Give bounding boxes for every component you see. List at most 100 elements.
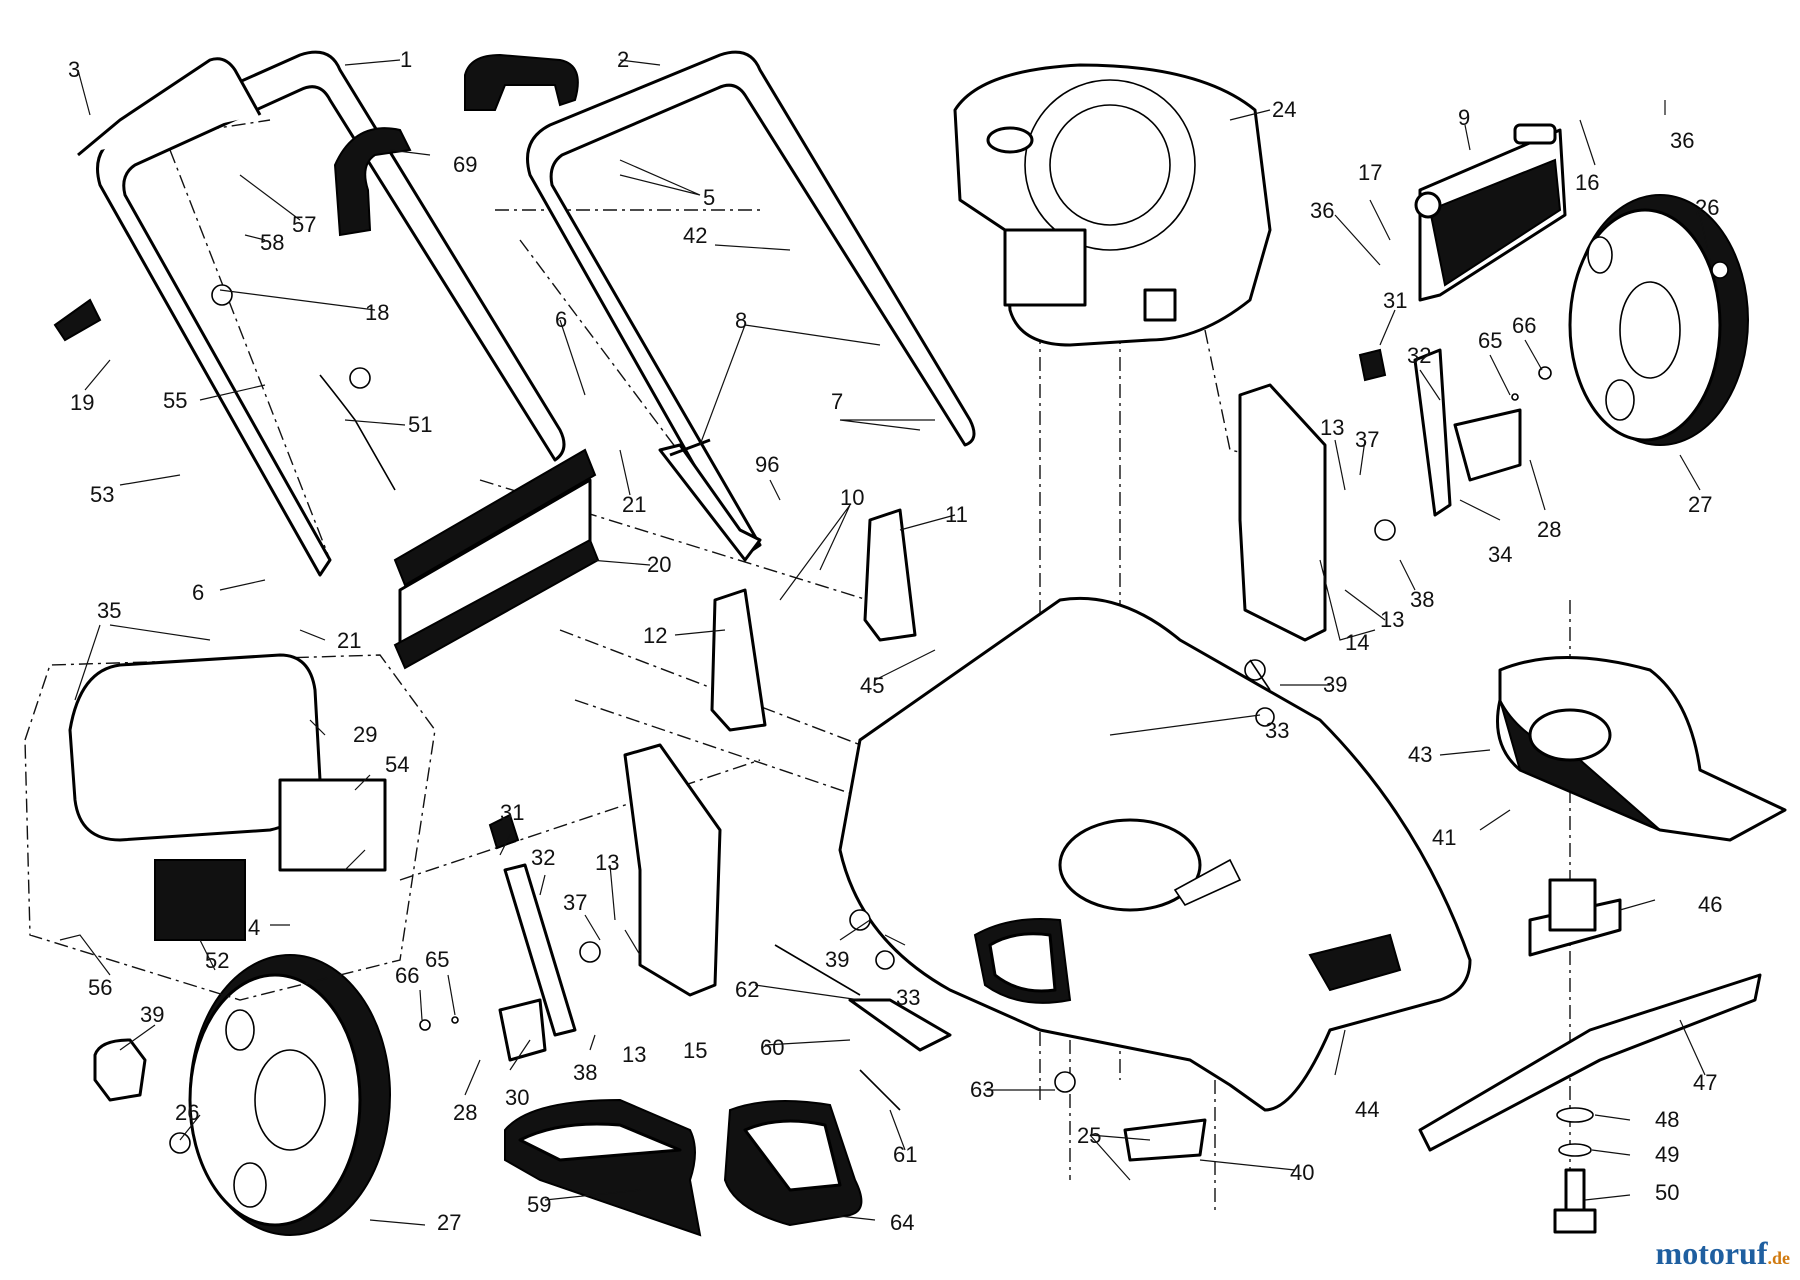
- callout: 25: [1077, 1123, 1101, 1148]
- callout: 42: [683, 223, 707, 248]
- callout: 14: [1345, 630, 1369, 655]
- callout: 26: [175, 1100, 199, 1125]
- small-hardware: [53, 261, 1729, 1162]
- callout: 66: [395, 963, 419, 988]
- callout: 3: [68, 57, 80, 82]
- callout: 7: [831, 389, 843, 414]
- callout: 52: [205, 948, 229, 973]
- callout: 21: [622, 492, 646, 517]
- callout: 40: [1290, 1160, 1314, 1185]
- callout: 33: [896, 985, 920, 1010]
- callout: 38: [1410, 587, 1434, 612]
- blade-adapter: [1528, 878, 1622, 957]
- leader-lines: [59, 59, 1711, 1226]
- callout: 10: [840, 485, 864, 510]
- callout: 20: [647, 552, 671, 577]
- callout: 50: [1655, 1180, 1679, 1205]
- callout: 56: [88, 975, 112, 1000]
- callout: 31: [1383, 288, 1407, 313]
- callout: 31: [500, 800, 524, 825]
- blade-bolt-stack: [1553, 1107, 1597, 1234]
- callout: 44: [1355, 1097, 1379, 1122]
- mulching-plug: [1496, 656, 1787, 842]
- callout: 1: [400, 47, 412, 72]
- upper-handle-right: [526, 50, 976, 557]
- callout: 6: [555, 307, 567, 332]
- callout: 12: [643, 623, 667, 648]
- callout: 51: [408, 412, 432, 437]
- mower-deck: [838, 596, 1472, 1112]
- callout-labels: 1 2 3 4 5 6 6 7 8 9 10 11 12 13 13 13 13…: [68, 47, 1722, 1235]
- callout: 57: [292, 212, 316, 237]
- upper-handle-left: [77, 50, 566, 577]
- callout: 37: [563, 890, 587, 915]
- callout: 46: [1698, 892, 1722, 917]
- callout: 41: [1432, 825, 1456, 850]
- callout: 96: [755, 452, 779, 477]
- callout: 36: [1310, 198, 1334, 223]
- callout: 13: [622, 1042, 646, 1067]
- callout: 39: [140, 1002, 164, 1027]
- callout: 18: [365, 300, 389, 325]
- callout: 19: [70, 390, 94, 415]
- callout: 13: [1380, 607, 1404, 632]
- callout: 43: [1408, 742, 1432, 767]
- callout: 54: [385, 752, 409, 777]
- callout: 45: [860, 673, 884, 698]
- callout: 47: [1693, 1070, 1717, 1095]
- callout: 37: [1355, 427, 1379, 452]
- callout: 34: [1488, 542, 1512, 567]
- height-adjust-bracket-right: [1238, 383, 1327, 642]
- watermark-logo: motoruf.de: [1656, 1235, 1790, 1272]
- callout: 27: [1688, 492, 1712, 517]
- callout: 36: [1670, 128, 1694, 153]
- callout: 69: [453, 152, 477, 177]
- callout: 6: [192, 580, 204, 605]
- callout: 65: [425, 947, 449, 972]
- callout: 55: [163, 388, 187, 413]
- watermark-brand: motoruf: [1655, 1235, 1768, 1271]
- callout: 2: [617, 47, 629, 72]
- callout: 64: [890, 1210, 914, 1235]
- callout: 63: [970, 1077, 994, 1102]
- height-adjust-bracket-left: [623, 743, 722, 997]
- callout: 15: [683, 1038, 707, 1063]
- wheel-adjuster-plates: [710, 508, 917, 732]
- mulch-cover: [723, 1100, 863, 1227]
- callout: 13: [595, 850, 619, 875]
- callout: 66: [1512, 313, 1536, 338]
- callout: 53: [90, 482, 114, 507]
- callout: 58: [260, 230, 284, 255]
- callout: 61: [893, 1142, 917, 1167]
- mower-blade: [1418, 973, 1762, 1152]
- callout: 48: [1655, 1107, 1679, 1132]
- callout: 8: [735, 308, 747, 333]
- callout: 28: [1537, 517, 1561, 542]
- callout: 62: [735, 977, 759, 1002]
- callout: 16: [1575, 170, 1599, 195]
- side-discharge-chute: [504, 1098, 702, 1237]
- callout: 9: [1458, 105, 1470, 130]
- rear-wheel-right: [1568, 194, 1749, 446]
- callout: 38: [573, 1060, 597, 1085]
- callout: 59: [527, 1192, 551, 1217]
- callout: 33: [1265, 718, 1289, 743]
- watermark-tld: .de: [1767, 1248, 1791, 1268]
- callout: 28: [453, 1100, 477, 1125]
- engine: [953, 63, 1272, 347]
- rear-door-rod: [393, 448, 600, 670]
- callout: 35: [97, 598, 121, 623]
- callout: 60: [760, 1035, 784, 1060]
- callout: 65: [1478, 328, 1502, 353]
- callout: 26: [1695, 195, 1719, 220]
- lower-handle-bars: [658, 438, 762, 562]
- callout: 39: [825, 947, 849, 972]
- callout: 21: [337, 628, 361, 653]
- callout: 30: [505, 1085, 529, 1110]
- callout: 49: [1655, 1142, 1679, 1167]
- callout: 29: [353, 722, 377, 747]
- callout: 39: [1323, 672, 1347, 697]
- callout: 24: [1272, 97, 1296, 122]
- front-wheel-left: [188, 954, 391, 1236]
